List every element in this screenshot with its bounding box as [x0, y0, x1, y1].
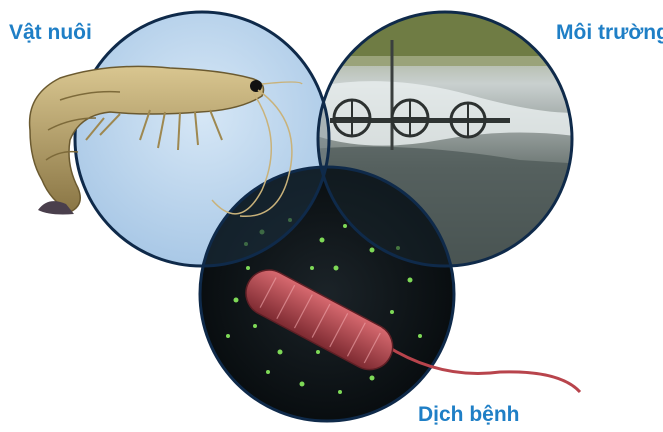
environment-label: Môi trường: [556, 22, 663, 43]
animals-label: Vật nuôi: [9, 22, 92, 43]
disease-label: Dịch bệnh: [418, 404, 520, 425]
